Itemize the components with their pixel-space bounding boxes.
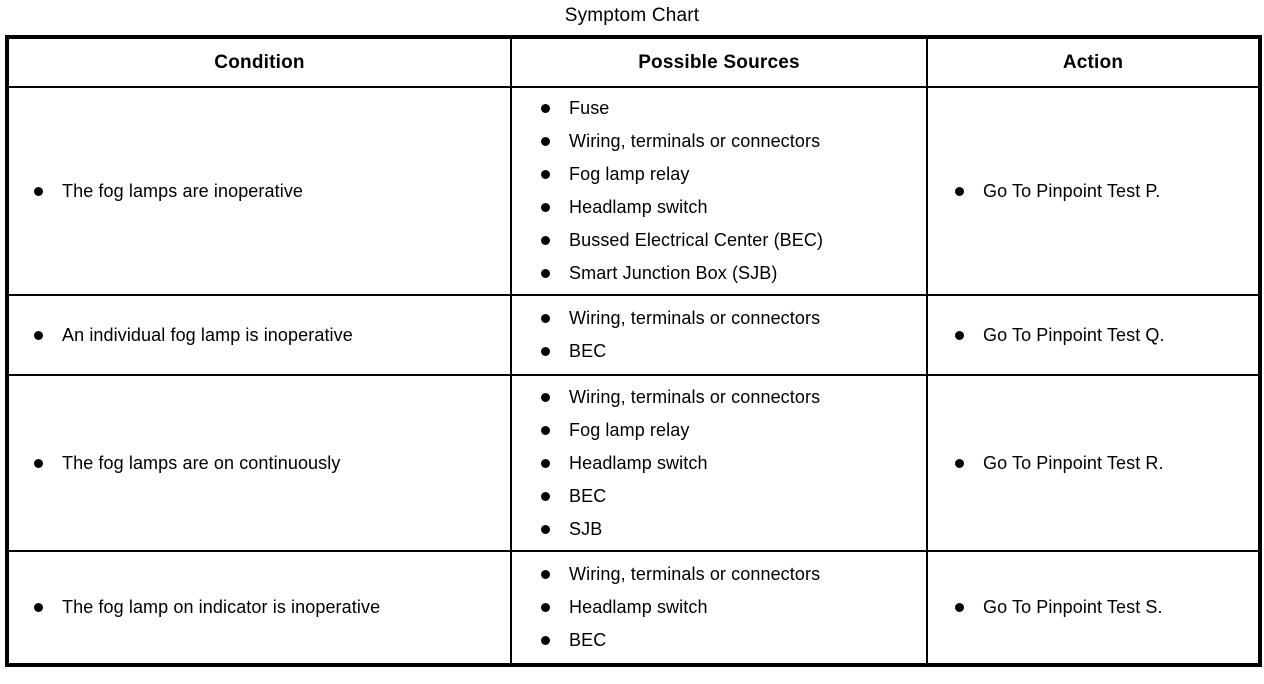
table-row: The fog lamps are on continuously Wiring…: [6, 374, 1261, 552]
bullet-icon: [34, 330, 43, 340]
action-cell: Go To Pinpoint Test S.: [926, 550, 1261, 666]
bullet-icon: [541, 636, 550, 645]
action-cell: Go To Pinpoint Test R.: [926, 374, 1261, 552]
action-text: Go To Pinpoint Test P.: [983, 180, 1161, 201]
bullet-icon: [541, 170, 550, 179]
symptom-table: Condition Possible Sources Action The fo…: [5, 35, 1262, 667]
condition-cell: The fog lamps are inoperative: [6, 86, 512, 296]
bullet-icon: [541, 491, 550, 501]
source-text: BEC: [569, 341, 607, 361]
bullet-icon: [955, 186, 964, 196]
table-row: The fog lamp on indicator is inoperative…: [6, 550, 1261, 666]
source-text: Fog lamp relay: [569, 164, 690, 184]
source-text: Fuse: [569, 98, 610, 118]
condition-cell: An individual fog lamp is inoperative: [6, 294, 512, 376]
source-text: Smart Junction Box (SJB): [569, 263, 778, 283]
bullet-icon: [955, 603, 964, 612]
list-item: Bussed Electrical Center (BEC): [541, 224, 920, 257]
action-cell: Go To Pinpoint Test P.: [926, 86, 1261, 296]
bullet-icon: [541, 236, 550, 245]
list-item: Wiring, terminals or connectors: [541, 381, 920, 414]
table-row: An individual fog lamp is inoperative Wi…: [6, 294, 1261, 376]
column-header-possible-sources: Possible Sources: [510, 36, 928, 88]
bullet-icon: [541, 570, 550, 579]
page-title: Symptom Chart: [564, 5, 700, 26]
list-item: Fog lamp relay: [541, 158, 920, 191]
source-text: Wiring, terminals or connectors: [569, 131, 821, 151]
source-text: Bussed Electrical Center (BEC): [569, 230, 824, 250]
bullet-icon: [541, 458, 550, 468]
sources-list: Wiring, terminals or connectors Fog lamp…: [541, 381, 920, 546]
action-text: Go To Pinpoint Test S.: [983, 597, 1163, 617]
source-text: Wiring, terminals or connectors: [569, 386, 821, 407]
column-header-action: Action: [926, 36, 1261, 88]
list-item: BEC: [541, 335, 920, 368]
bullet-icon: [541, 603, 550, 612]
bullet-icon: [541, 425, 550, 435]
source-text: BEC: [569, 630, 607, 650]
condition-cell: The fog lamp on indicator is inoperative: [6, 550, 512, 666]
action-cell: Go To Pinpoint Test Q.: [926, 294, 1261, 376]
source-text: Headlamp switch: [569, 197, 708, 217]
bullet-icon: [541, 524, 550, 534]
sources-cell: Wiring, terminals or connectors Fog lamp…: [510, 374, 928, 552]
list-item: Fog lamp relay: [541, 414, 920, 447]
bullet-icon: [541, 392, 550, 402]
bullet-icon: [541, 104, 550, 113]
list-item: Wiring, terminals or connectors: [541, 302, 920, 335]
sources-cell: Fuse Wiring, terminals or connectors Fog…: [510, 86, 928, 296]
source-text: Wiring, terminals or connectors: [569, 308, 821, 328]
list-item: Headlamp switch: [541, 591, 920, 624]
list-item: Wiring, terminals or connectors: [541, 125, 920, 158]
sources-list: Fuse Wiring, terminals or connectors Fog…: [541, 92, 920, 290]
column-header-condition: Condition: [6, 36, 512, 88]
source-text: Headlamp switch: [569, 597, 708, 617]
bullet-icon: [34, 603, 43, 612]
source-text: Fog lamp relay: [569, 419, 690, 440]
table-row: The fog lamps are inoperative Fuse Wirin…: [6, 86, 1261, 296]
bullet-icon: [541, 203, 550, 212]
bullet-icon: [541, 269, 550, 278]
bullet-icon: [955, 330, 964, 340]
action-text: Go To Pinpoint Test R.: [983, 452, 1164, 473]
list-item: BEC: [541, 624, 920, 657]
condition-text: An individual fog lamp is inoperative: [62, 324, 353, 345]
bullet-icon: [34, 458, 43, 468]
source-text: BEC: [569, 485, 607, 506]
condition-text: The fog lamps are inoperative: [62, 180, 304, 201]
bullet-icon: [541, 314, 550, 323]
list-item: Wiring, terminals or connectors: [541, 558, 920, 591]
bullet-icon: [34, 186, 43, 196]
list-item: Smart Junction Box (SJB): [541, 257, 920, 290]
condition-text: The fog lamps are on continuously: [62, 452, 341, 473]
bullet-icon: [541, 137, 550, 146]
list-item: Fuse: [541, 92, 920, 125]
bullet-icon: [955, 458, 964, 468]
list-item: SJB: [541, 513, 920, 546]
source-text: SJB: [569, 518, 603, 539]
condition-text: The fog lamp on indicator is inoperative: [62, 597, 381, 617]
source-text: Headlamp switch: [569, 452, 708, 473]
sources-list: Wiring, terminals or connectors BEC: [541, 302, 920, 368]
list-item: BEC: [541, 480, 920, 513]
sources-cell: Wiring, terminals or connectors BEC: [510, 294, 928, 376]
source-text: Wiring, terminals or connectors: [569, 564, 821, 584]
list-item: Headlamp switch: [541, 447, 920, 480]
condition-cell: The fog lamps are on continuously: [6, 374, 512, 552]
action-text: Go To Pinpoint Test Q.: [983, 324, 1165, 345]
sources-cell: Wiring, terminals or connectors Headlamp…: [510, 550, 928, 666]
bullet-icon: [541, 347, 550, 356]
sources-list: Wiring, terminals or connectors Headlamp…: [541, 558, 920, 657]
header-row: Condition Possible Sources Action: [6, 36, 1261, 88]
list-item: Headlamp switch: [541, 191, 920, 224]
